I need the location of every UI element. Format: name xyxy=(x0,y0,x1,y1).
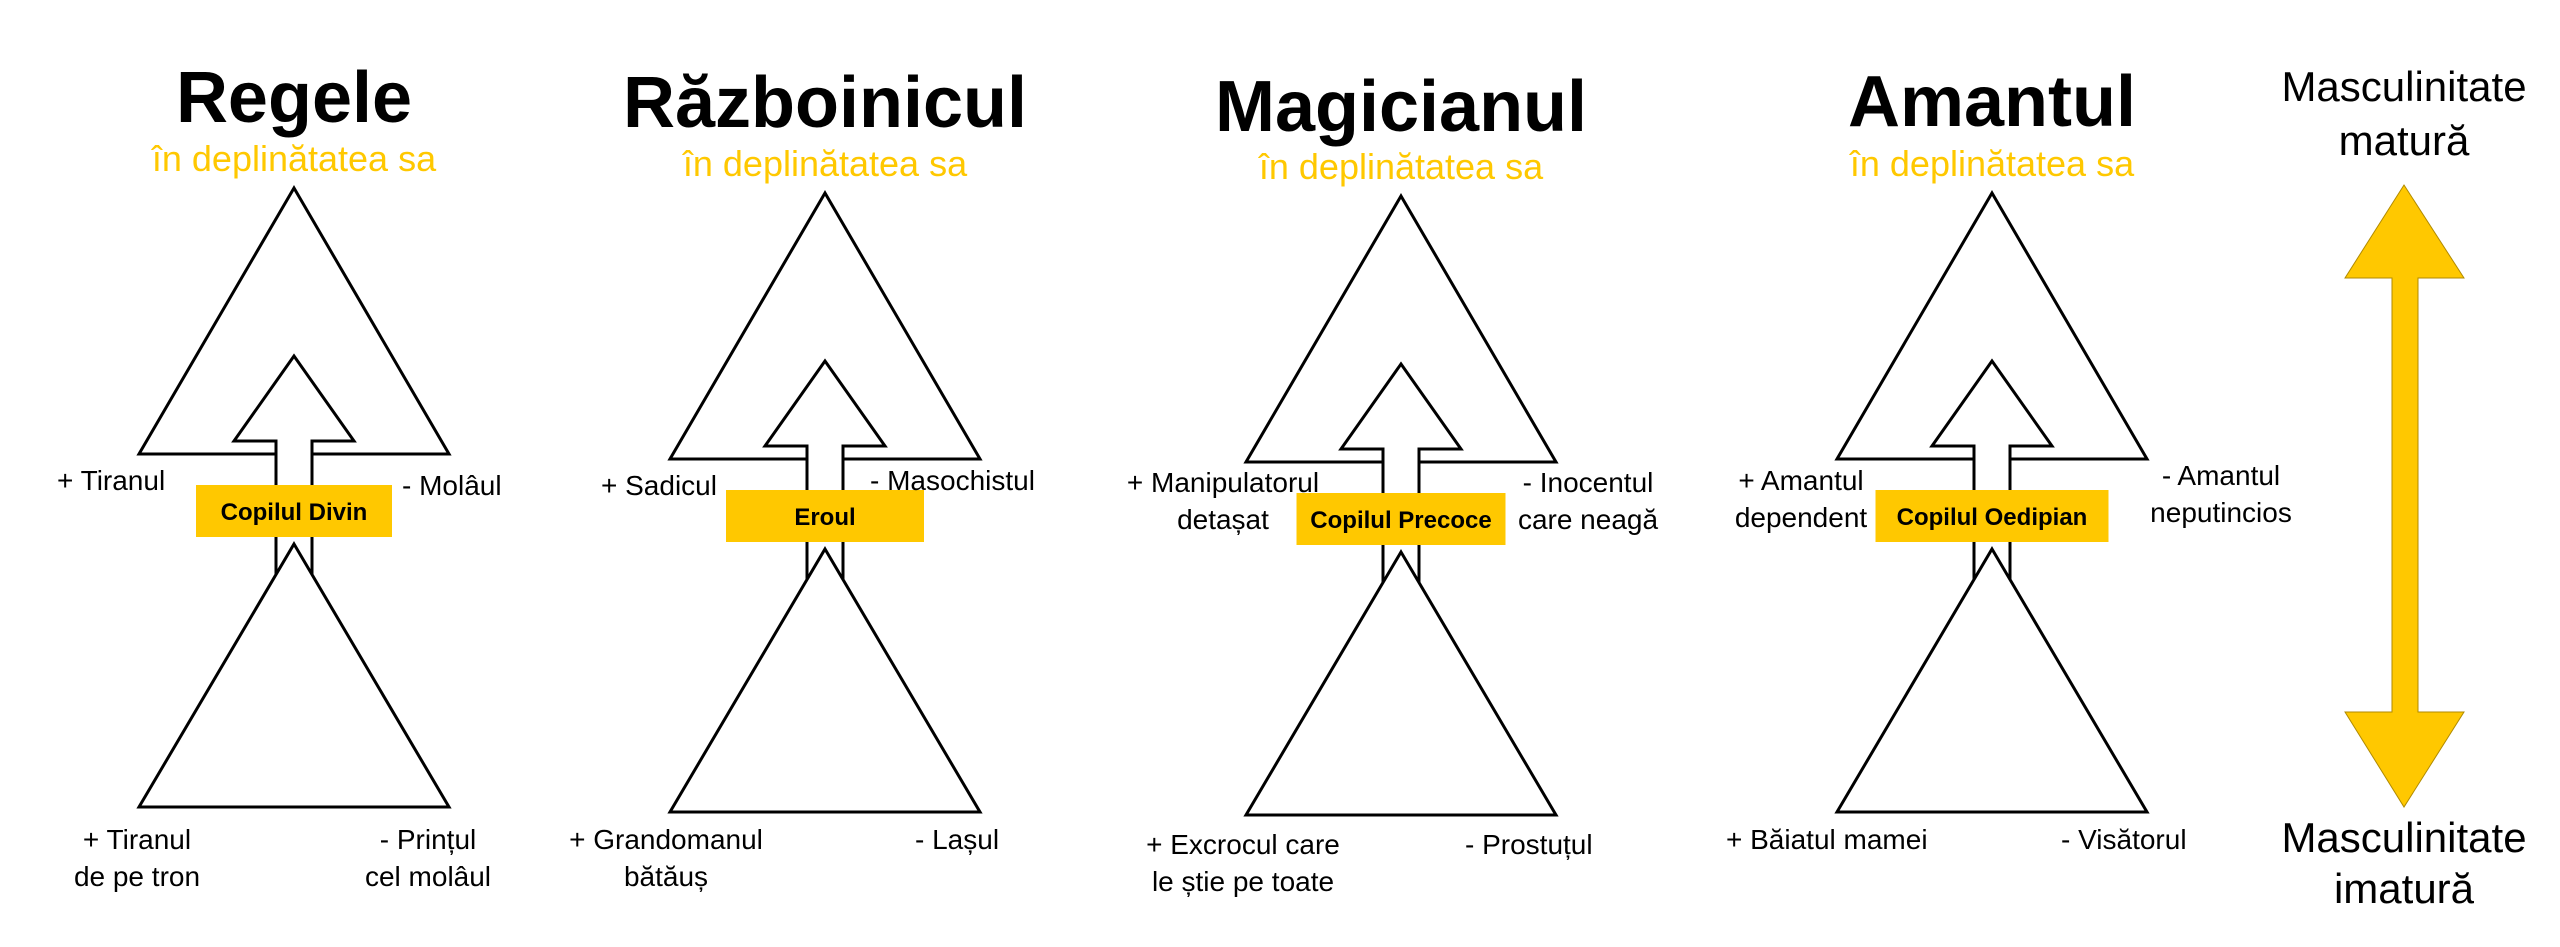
scale-top-line1: Masculinitate xyxy=(2281,63,2526,110)
shadow-label-lower-left: + Grandomanul xyxy=(569,824,763,855)
shadow-label-lower-right: - Lașul xyxy=(915,824,999,855)
child-label-box xyxy=(1875,490,2109,542)
child-label: Copilul Precoce xyxy=(1310,507,1491,534)
immature-triangle-icon xyxy=(667,546,983,814)
archetype-subtitle: în deplinătatea sa xyxy=(1258,146,1544,187)
child-label-box xyxy=(196,485,392,537)
shadow-label-lower-left: + Tiranul xyxy=(83,824,191,855)
child-label-box xyxy=(1296,493,1506,545)
child-label-box xyxy=(726,490,924,542)
archetype-title: Regele xyxy=(176,58,412,138)
archetype-subtitle: în deplinătatea sa xyxy=(151,138,437,179)
archetype-title: Amantul xyxy=(1848,62,2136,142)
shadow-label-upper-left: dependent xyxy=(1735,502,1868,533)
scale-bottom-line1: Masculinitate xyxy=(2281,814,2526,861)
shadow-label-upper-left: + Sadicul xyxy=(601,470,717,501)
shadow-label-lower-left: + Băiatul mamei xyxy=(1726,824,1928,855)
shadow-label-upper-right: - Inocentul xyxy=(1523,467,1654,498)
shadow-label-upper-right: - Masochistul xyxy=(870,465,1035,496)
archetype-title: Războinicul xyxy=(623,63,1027,143)
child-label: Copilul Oedipian xyxy=(1897,504,2088,531)
shadow-label-upper-left: detașat xyxy=(1177,504,1269,535)
shadow-label-upper-right: care neagă xyxy=(1518,504,1659,535)
immature-triangle-icon xyxy=(1834,546,2150,814)
archetype-subtitle: în deplinătatea sa xyxy=(682,143,968,184)
shadow-label-upper-right: neputincios xyxy=(2150,497,2292,528)
immature-triangle-icon xyxy=(1243,549,1559,817)
shadow-label-upper-right: - Molâul xyxy=(402,470,502,501)
shadow-label-lower-left: de pe tron xyxy=(74,861,200,892)
shadow-label-lower-left: le știe pe toate xyxy=(1152,866,1334,897)
shadow-label-upper-left: + Amantul xyxy=(1738,465,1863,496)
child-label: Copilul Divin xyxy=(221,499,368,526)
maturity-scale: Masculinitate matură Masculinitate imatu… xyxy=(2281,63,2526,912)
shadow-label-lower-left: + Excrocul care xyxy=(1146,829,1340,860)
archetype-title: Magicianul xyxy=(1215,67,1587,147)
scale-top-line2: matură xyxy=(2339,117,2470,164)
double-arrow-icon xyxy=(2344,184,2465,808)
archetype-subtitle: în deplinătatea sa xyxy=(1849,143,2135,184)
shadow-label-lower-right: - Prostuțul xyxy=(1465,829,1593,860)
immature-triangle-icon xyxy=(136,541,452,809)
shadow-label-upper-left: + Manipulatorul xyxy=(1127,467,1319,498)
shadow-label-upper-left: + Tiranul xyxy=(57,465,165,496)
shadow-label-lower-left: bătăuș xyxy=(624,861,708,892)
shadow-label-lower-right: - Visătorul xyxy=(2061,824,2187,855)
shadow-label-lower-right: cel molâul xyxy=(365,861,491,892)
scale-bottom-line2: imatură xyxy=(2334,865,2475,912)
shadow-label-lower-right: - Prințul xyxy=(380,824,476,855)
child-label: Eroul xyxy=(794,504,855,531)
shadow-label-upper-right: - Amantul xyxy=(2162,460,2280,491)
